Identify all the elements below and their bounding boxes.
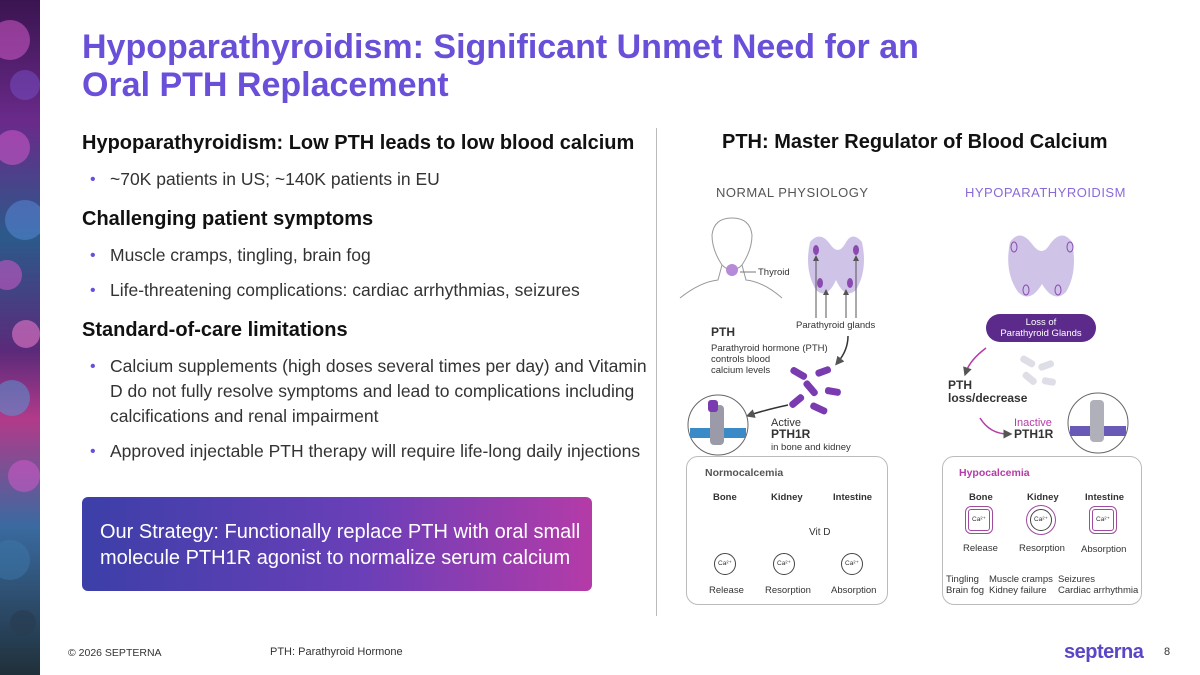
footnote: PTH: Parathyroid Hormone: [270, 646, 403, 658]
left-content: Hypoparathyroidism: Low PTH leads to low…: [82, 132, 652, 474]
parathyroid-glands-label: Parathyroid glands: [796, 320, 876, 331]
hypocalcemia-title: Hypocalcemia: [959, 467, 1030, 479]
organ-bone: Bone: [969, 492, 993, 503]
loss-pill-line-1: Loss of: [1025, 317, 1057, 328]
page-number: 8: [1164, 646, 1171, 658]
calcium-ion-icon: Ca²⁺: [841, 553, 863, 575]
strategy-callout: Our Strategy: Functionally replace PTH w…: [82, 497, 592, 591]
bullet: Approved injectable PTH therapy will req…: [82, 439, 652, 464]
pth-desc-2: controls blood: [711, 354, 771, 365]
process-release: Release: [709, 585, 744, 596]
diagram-title: PTH: Master Regulator of Blood Calcium: [722, 131, 1108, 153]
hypocalcemia-box: Hypocalcemia Bone Kidney Intestine Ca²⁺ …: [942, 456, 1142, 605]
thyroid-label: Thyroid: [758, 267, 790, 278]
calcium-ion-icon: Ca²⁺: [965, 506, 993, 534]
bullet: Life-threatening complications: cardiac …: [82, 278, 652, 303]
receptor-location-label: in bone and kidney: [771, 442, 851, 453]
active-label: Active: [771, 417, 801, 429]
vitamin-d-label: Vit D: [809, 527, 831, 538]
bullet: Muscle cramps, tingling, brain fog: [82, 243, 652, 268]
normocalcemia-title: Normocalcemia: [705, 467, 784, 479]
physiology-diagram: Thyroid Parathyroid glands PTH Parathyro…: [670, 200, 1170, 620]
hypoparathyroidism-header: HYPOPARATHYROIDISM: [965, 185, 1126, 200]
decorative-side-image: [0, 0, 40, 675]
loss-pill-line-2: Parathyroid Glands: [1000, 328, 1082, 339]
section-heading: Standard-of-care limitations: [82, 319, 348, 341]
septerna-logo: septerna: [1064, 641, 1144, 663]
process-absorption: Absorption: [831, 585, 877, 596]
title-line-1: Hypoparathyroidism: Significant Unmet Ne…: [82, 28, 919, 66]
symptom: Tingling: [946, 574, 979, 585]
calcium-ion-icon: Ca²⁺: [773, 553, 795, 575]
pth-desc-3: calcium levels: [711, 365, 771, 376]
diagram-graphics: [679, 217, 1132, 571]
calcium-ion-icon: Ca²⁺: [1089, 506, 1117, 534]
organ-kidney: Kidney: [771, 492, 803, 503]
title-line-2: Oral PTH Replacement: [82, 66, 449, 104]
symptom: Cardiac arrhythmia: [1058, 585, 1139, 596]
process-resorption: Resorption: [765, 585, 811, 596]
process-absorption: Absorption: [1081, 544, 1127, 555]
organ-bone: Bone: [713, 492, 737, 503]
normocalcemia-box: Normocalcemia Bone Kidney Intestine Vit …: [686, 456, 888, 605]
symptom: Brain fog: [946, 585, 985, 596]
pth-label: PTH: [711, 325, 735, 339]
section-heading: Challenging patient symptoms: [82, 208, 374, 230]
calcium-ion-icon: Ca²⁺: [714, 553, 736, 575]
organ-intestine: Intestine: [1085, 492, 1125, 503]
bullet: Calcium supplements (high doses several …: [82, 354, 652, 429]
copyright: © 2026 SEPTERNA: [68, 647, 162, 659]
calcium-ion-icon: Ca²⁺: [1026, 505, 1056, 535]
process-resorption: Resorption: [1019, 543, 1065, 554]
bullet: ~70K patients in US; ~140K patients in E…: [82, 167, 652, 192]
pth-loss-line-2: loss/decrease: [948, 391, 1028, 405]
pth-desc-1: Parathyroid hormone (PTH): [711, 343, 828, 354]
column-divider: [656, 128, 657, 616]
symptom: Muscle cramps: [989, 574, 1053, 585]
process-release: Release: [963, 543, 998, 554]
pth1r-label: PTH1R: [771, 427, 811, 441]
organ-kidney: Kidney: [1027, 492, 1059, 503]
section-heading: Hypoparathyroidism: Low PTH leads to low…: [82, 132, 635, 154]
inactive-pth1r-label: PTH1R: [1014, 427, 1054, 441]
slide-title: Hypoparathyroidism: Significant Unmet Ne…: [82, 28, 982, 104]
normal-physiology-header: NORMAL PHYSIOLOGY: [716, 185, 869, 200]
symptom: Kidney failure: [989, 585, 1047, 596]
inactive-label: Inactive: [1014, 417, 1052, 429]
organ-intestine: Intestine: [833, 492, 873, 503]
symptom: Seizures: [1058, 574, 1095, 585]
pth-loss-line-1: PTH: [948, 378, 972, 392]
